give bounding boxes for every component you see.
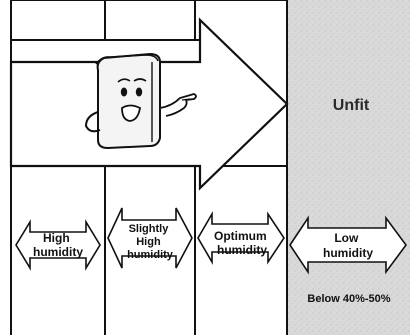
band-optimum-humidity: Optimum humidity — [198, 214, 284, 262]
band-label-line: High — [43, 231, 70, 245]
band-label-line: Optimum — [214, 229, 267, 243]
band-label-line: Slightly — [129, 223, 170, 235]
band-label-line: humidity — [33, 245, 83, 259]
unfit-label: Unfit — [333, 97, 370, 114]
band-label-line: humidity — [323, 246, 373, 260]
band-label-line: humidity — [127, 249, 174, 261]
band-slightly-high-humidity: Slightly High humidity — [108, 208, 192, 268]
svg-text:Optimum humidity: Optimum humidity — [214, 229, 270, 257]
unfit-zone — [287, 0, 410, 335]
band-label-line: Low — [334, 231, 359, 245]
low-humidity-threshold: Below 40%-50% — [307, 293, 390, 305]
band-label-line: High — [136, 236, 161, 248]
band-high-humidity: High humidity — [16, 222, 100, 268]
band-label-line: humidity — [217, 243, 267, 257]
